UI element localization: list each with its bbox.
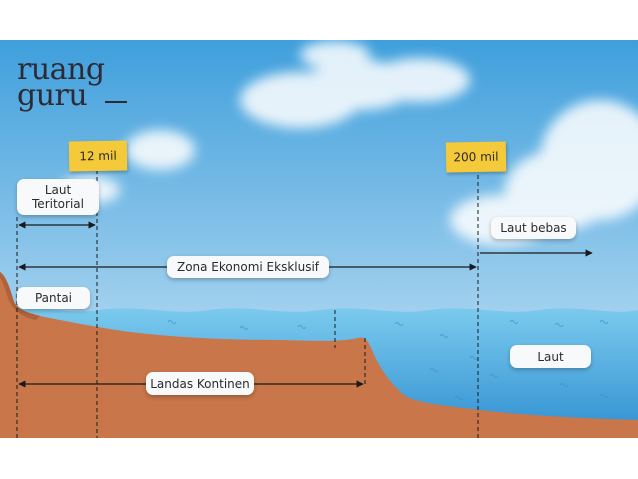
wave-ripples [167, 320, 609, 400]
label-laut-bebas: Laut bebas [491, 217, 576, 239]
ocean-zone-diagram [0, 40, 638, 438]
boundary-lines [16, 170, 479, 438]
logo-line-2: guru [17, 81, 127, 111]
label-zona-ekonomi-eksklusif: Zona Ekonomi Eksklusif [167, 256, 329, 278]
label-laut-teritorial: Laut Teritorial [17, 179, 99, 215]
clouds [60, 41, 638, 245]
land-shadow [0, 272, 40, 320]
label-pantai: Pantai [17, 287, 90, 309]
marker-12-mil: 12 mil [68, 140, 128, 172]
label-laut: Laut [510, 345, 591, 368]
logo-line-1: ruang [17, 52, 105, 87]
land-seafloor [0, 272, 638, 438]
ruangguru-logo: ruang guru [17, 52, 127, 111]
label-landas-kontinen: Landas Kontinen [146, 372, 254, 395]
marker-200-mil: 200 mil [445, 141, 507, 173]
